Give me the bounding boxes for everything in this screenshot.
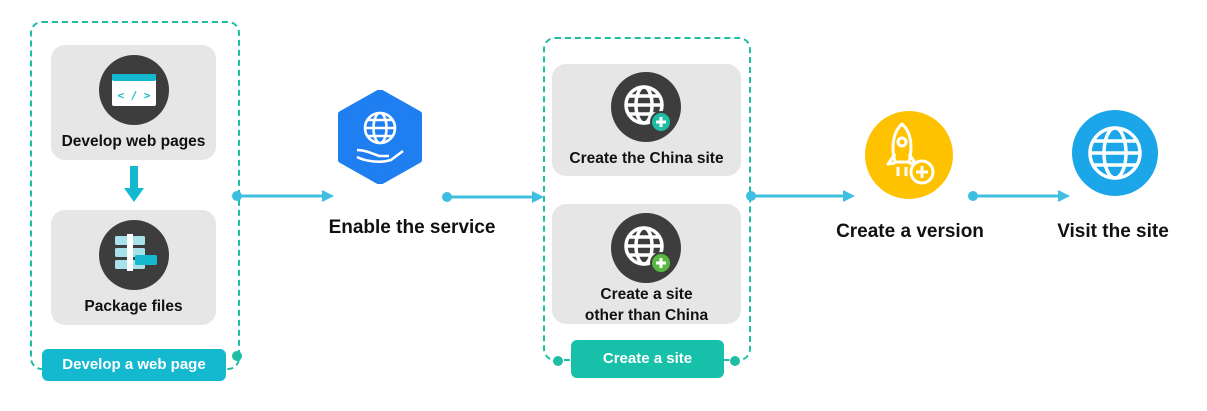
hand-globe-icon xyxy=(337,89,423,185)
connector-develop-to-service xyxy=(232,190,334,202)
rocket-add-icon xyxy=(864,110,954,200)
visit-site-label: Visit the site xyxy=(1057,221,1169,242)
create-other-site-label-line2: other than China xyxy=(584,307,709,324)
svg-text:< / >: < / > xyxy=(117,89,150,102)
package-files-label: Package files xyxy=(84,298,183,315)
develop-web-pages-card: < / > Develop web pages xyxy=(51,45,216,160)
package-files-card: Package files xyxy=(51,210,216,325)
globe-add-icon xyxy=(611,72,681,142)
create-site-tag: Create a site xyxy=(571,340,724,378)
connector-version-to-visit xyxy=(968,190,1070,202)
create-other-site-card: Create a site other than China xyxy=(552,204,741,324)
globe-icon xyxy=(1071,109,1159,197)
package-files-icon xyxy=(99,220,169,290)
create-version-label: Create a version xyxy=(836,221,984,242)
enable-service-label: Enable the service xyxy=(328,217,496,238)
create-other-site-label-line1: Create a site xyxy=(600,286,693,303)
connector-site-to-version xyxy=(746,190,855,202)
code-window-icon: < / > xyxy=(99,55,169,125)
develop-web-page-tag: Develop a web page xyxy=(42,349,226,381)
create-china-site-label: Create the China site xyxy=(569,150,724,167)
globe-add-icon xyxy=(611,213,681,283)
connector-service-to-site xyxy=(442,191,544,203)
down-arrow-icon xyxy=(124,166,144,206)
create-china-site-card: Create the China site xyxy=(552,64,741,176)
develop-web-pages-label: Develop web pages xyxy=(61,133,206,150)
